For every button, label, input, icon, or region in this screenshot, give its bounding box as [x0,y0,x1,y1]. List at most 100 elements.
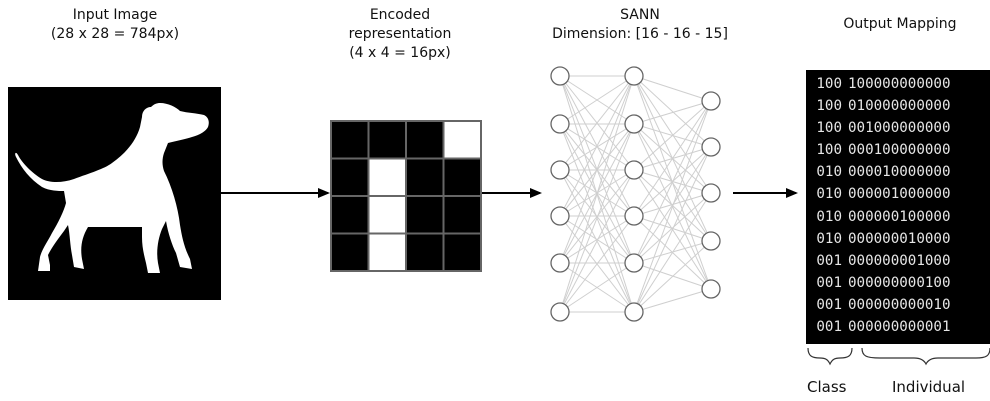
network-node [624,114,644,134]
dog-silhouette-icon [15,103,209,273]
network-node [550,114,570,134]
individual-brace [861,347,990,366]
encoded-cell [367,195,407,235]
class-code: 001 [816,274,842,291]
encoded-cell [330,157,370,197]
output-row: 001 000000000010 [806,294,990,316]
encoded-cell [330,120,370,160]
network-edge [633,146,712,313]
network-node [624,160,644,180]
network-edge [633,288,712,313]
network-edge [559,75,635,217]
network-edge [559,75,635,313]
sann-subtitle: Dimension: [16 - 16 - 15] [552,26,728,42]
individual-code: 000000100000 [848,208,951,225]
network-edge [633,75,712,102]
encoded-cell [442,195,482,235]
network-node [550,160,570,180]
encoded-cell [442,120,482,160]
individual-code: 000000000010 [848,296,951,313]
network-edge [633,100,712,125]
encoded-cell [367,232,407,272]
encoded-cell [330,232,370,272]
encoded-cell [405,120,445,160]
output-row: 010 000010000000 [806,161,990,183]
class-code: 001 [816,252,842,269]
output-title: Output Mapping [843,16,957,32]
network-edge [633,100,712,264]
output-row: 001 000000001000 [806,250,990,272]
individual-code: 001000000000 [848,120,951,137]
network-edge [559,169,635,313]
output-caption: Output Mapping [800,15,990,34]
class-code: 010 [816,186,842,203]
individual-code: 100000000000 [848,76,951,92]
network-edge [633,146,712,264]
encoded-cell [405,232,445,272]
class-code: 010 [816,164,842,181]
network-edge [559,75,635,264]
network-edge [633,100,712,313]
individual-label: Individual [892,378,966,396]
network-edge [559,215,635,313]
network-edge [559,169,635,264]
output-row: 001 000000000100 [806,272,990,294]
class-label: Class [807,378,847,396]
network-node [701,91,721,111]
network-node [701,231,721,251]
individual-code: 000000010000 [848,230,951,247]
input-title: Input Image [72,7,158,23]
encoded-title-2: representation [348,26,452,42]
network-edge [559,215,635,264]
network-node [550,66,570,86]
network-node [701,183,721,203]
input-subtitle: (28 x 28 = 784px) [50,26,180,42]
network-node [701,279,721,299]
individual-code: 000000000001 [848,319,951,336]
input-caption: Input Image (28 x 28 = 784px) [15,6,215,44]
individual-code: 010000000000 [848,98,951,115]
encoded-cell [330,195,370,235]
encoded-grid [330,120,482,272]
network-node [701,137,721,157]
class-code: 010 [816,230,842,247]
individual-code: 000100000000 [848,142,951,159]
individual-code: 000000001000 [848,252,951,269]
individual-code: 000010000000 [848,164,951,181]
individual-code: 000000000100 [848,274,951,291]
network-edge [633,192,712,264]
class-code: 100 [816,98,842,115]
sann-caption: SANN Dimension: [16 - 16 - 15] [530,6,750,44]
class-code: 100 [816,120,842,137]
network-edges [559,75,712,313]
network-node [550,302,570,322]
network-edge [559,123,635,313]
network-node [550,253,570,273]
encoded-cell [367,157,407,197]
network-node [550,206,570,226]
encoded-caption: Encoded representation (4 x 4 = 16px) [300,6,500,63]
encoded-title: Encoded [369,7,431,23]
class-brace [807,347,853,366]
network-edge [559,262,635,313]
class-code: 100 [816,142,842,159]
output-braces [807,347,990,366]
class-code: 001 [816,296,842,313]
input-image [8,87,221,300]
class-code: 010 [816,208,842,225]
encoded-subtitle: (4 x 4 = 16px) [349,45,451,61]
output-row: 100 000100000000 [806,139,990,161]
encoded-cell [405,195,445,235]
sann-title: SANN [620,7,660,23]
encoded-cell [367,120,407,160]
network-node [624,253,644,273]
network-nodes [550,66,721,322]
network-edge [633,100,712,171]
